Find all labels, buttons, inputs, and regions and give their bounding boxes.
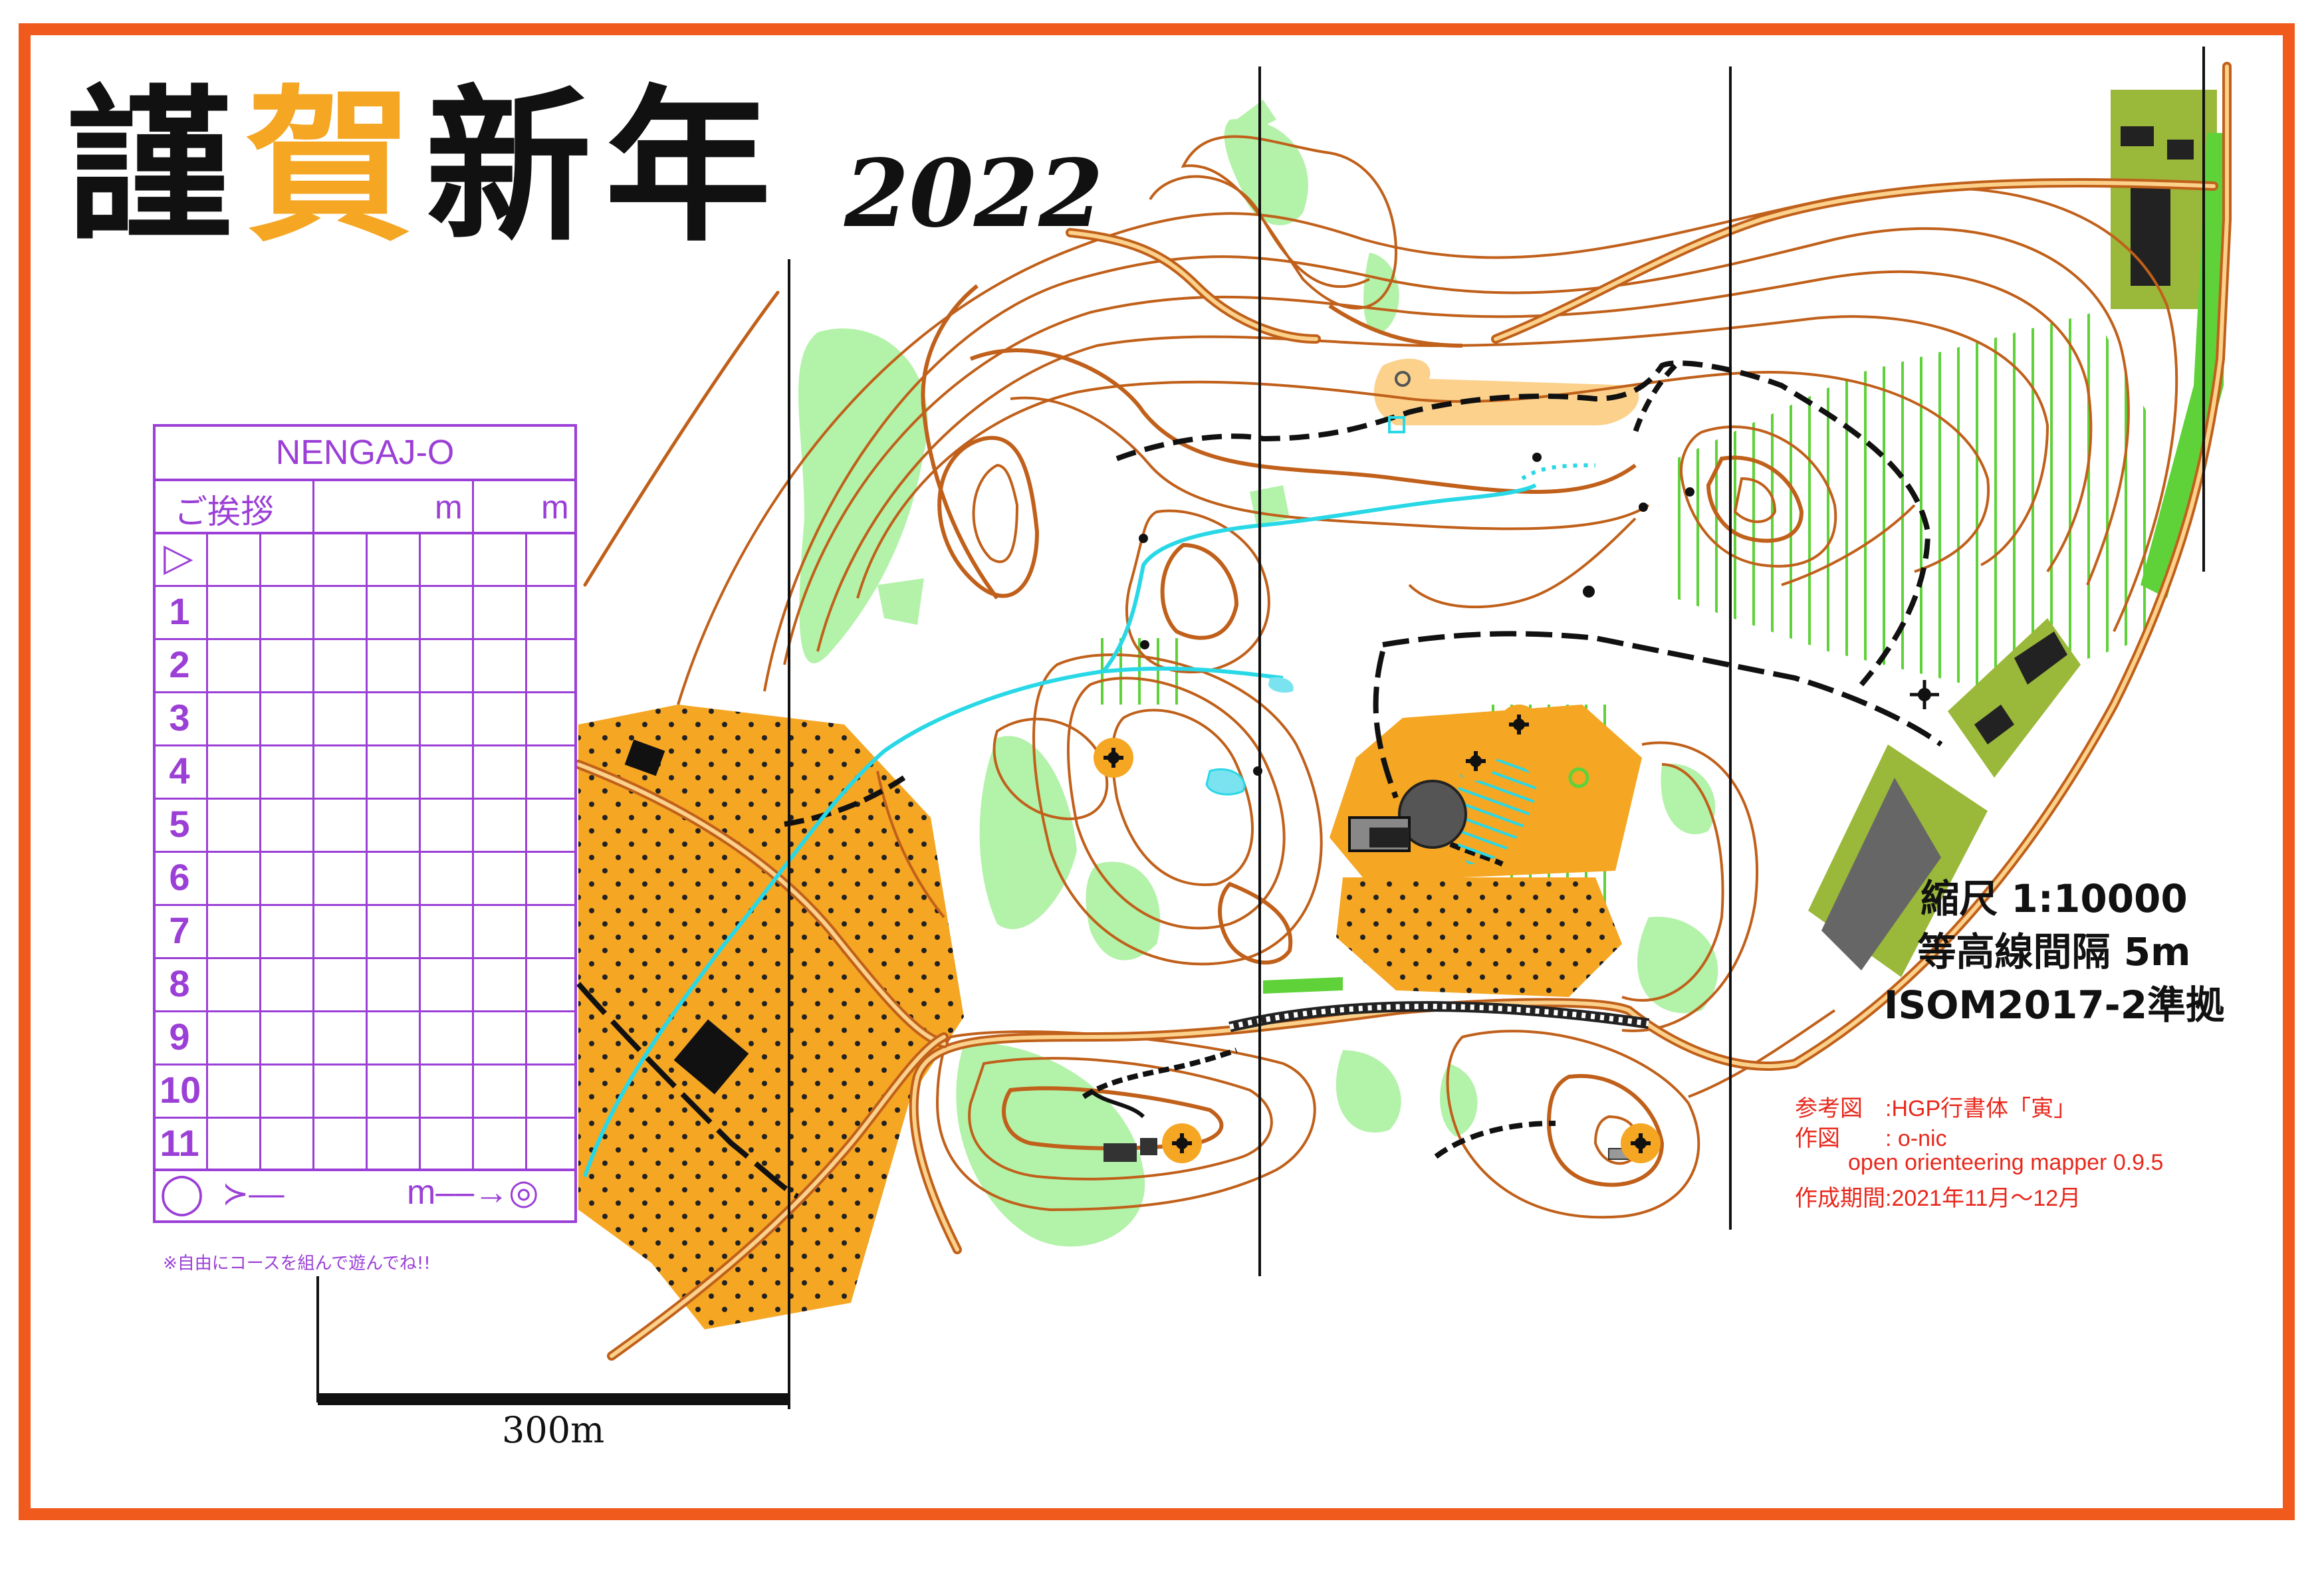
control-row-9: 9: [169, 1016, 190, 1058]
scale-bar-label: 300m: [502, 1409, 605, 1451]
control-row-4: 4: [169, 750, 190, 792]
card-note: ※自由にコースを組んで遊んでね!!: [163, 1254, 431, 1274]
greeting-char-3: 新: [425, 68, 605, 264]
north-lines: [788, 47, 2205, 1409]
tank: [1398, 780, 1467, 849]
open-land-center: [1336, 877, 1622, 997]
building-west-2: [673, 1019, 749, 1095]
year-label: 2022: [844, 140, 1104, 249]
greeting-char-4: 年: [605, 68, 784, 264]
control-row-8: 8: [169, 962, 190, 1004]
olive-areas: [1808, 90, 2217, 977]
control-row-5: 5: [169, 803, 190, 845]
light-open-land-top: [1373, 358, 1639, 425]
control-row-11: 11: [160, 1122, 199, 1164]
header-m-1: m: [435, 489, 463, 526]
control-row-6: 6: [169, 856, 190, 898]
credit-reference: 参考図 :HGP行書体「寅」: [1795, 1096, 2077, 1121]
control-card-title: NENGAJ-O: [275, 433, 455, 472]
rail-band-inner: [1229, 1004, 1649, 1030]
map-scale: 縮尺 1:10000: [1920, 876, 2188, 921]
credit-author: 作図 : o-nic: [1795, 1126, 1947, 1151]
bright-green-strip: [1263, 977, 1343, 994]
pond-2: [1268, 677, 1294, 693]
finish-arrow: ≻‒‒: [222, 1177, 285, 1212]
credit-period: 作成期間:2021年11月～12月: [1795, 1186, 2081, 1211]
marsh-area: [1456, 759, 1537, 864]
finish-start-circle: ◯: [160, 1171, 205, 1215]
streams: [583, 463, 1596, 1177]
cyan-small-square: [1388, 416, 1405, 433]
map-frame: [19, 23, 2295, 1520]
map-standard: ISOM2017-2準拠: [1883, 982, 2225, 1028]
credit-software: open orienteering mapper 0.9.5: [1848, 1150, 2164, 1175]
contour-interval: 等高線間隔 5m: [1917, 929, 2191, 974]
greeting-char-2: 賀: [246, 68, 425, 264]
rough-open-hatch: [1662, 312, 2154, 691]
building-black-1: [1369, 828, 1409, 847]
control-row-2: 2: [169, 643, 190, 685]
control-row-7: 7: [169, 909, 190, 951]
scale-bar: [318, 1393, 789, 1405]
finish-distance: m‒‒→◎: [407, 1173, 539, 1212]
control-card: NENGAJ-O ご挨拶 m m ▷ 1 2 3 4 5 6 7 8 9 10 …: [153, 424, 577, 1223]
building-south-1: [1104, 1143, 1137, 1162]
header-m-2: m: [541, 489, 569, 526]
footpaths: [576, 360, 1943, 1199]
point-features: [1094, 371, 1939, 1163]
new-year-greeting: 謹賀新年: [66, 66, 784, 266]
bright-green-band: [2141, 133, 2227, 598]
header-greeting: ご挨拶: [174, 493, 274, 530]
green-ring-feature: [1568, 767, 1589, 788]
building-west-1: [624, 739, 665, 776]
control-row-3: 3: [169, 697, 190, 738]
roads: [574, 62, 2232, 1361]
start-symbol: ▷: [164, 536, 193, 579]
building-south-2: [1140, 1138, 1157, 1155]
rough-open-land-west: [578, 705, 964, 1329]
pond-1: [1205, 768, 1246, 796]
greeting-char-1: 謹: [66, 68, 246, 264]
control-row-10: 10: [160, 1069, 201, 1111]
contour-lines: [677, 135, 2178, 1219]
control-row-1: 1: [169, 590, 190, 632]
